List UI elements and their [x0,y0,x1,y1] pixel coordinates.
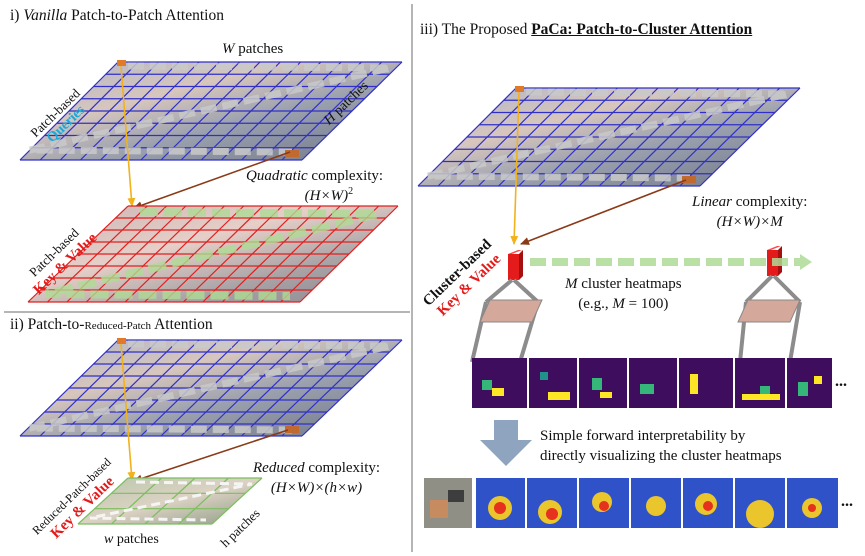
cluster-token-first [508,250,523,280]
panel3-ellipsis-2: ... [841,493,853,510]
section2-small: Reduced-Patch [84,320,152,332]
section3-bold: PaCa: Patch-to-Cluster Attention [531,21,753,38]
panel3-heatmaps-var: M [565,276,578,292]
section3-title: iii) The Proposed PaCa: Patch-to-Cluster… [420,22,752,38]
panel1-complexity-rest: complexity: [307,168,384,184]
section1-rest: Patch-to-Patch Attention [67,7,224,24]
panel3-complexity-italic: Linear [692,194,733,210]
panel2-query-grid [19,338,403,437]
panel3-interp-line1: Simple forward interpretability by [540,428,746,444]
panel3-interpretability: Simple forward interpretability by direc… [540,427,782,466]
jet-strip [424,478,838,528]
panel3-heatmaps-label: M cluster heatmaps (e.g., M = 100) [565,275,682,314]
panel3-heatmaps-text: cluster heatmaps [577,276,682,292]
panel1-complexity-exp: 2 [348,185,354,197]
panel1-query-grid [19,60,403,161]
panel3-heatmaps-eg: (e.g., [578,295,613,312]
panel3-query-line [510,91,520,245]
panel1-complexity-arrow [133,151,291,210]
panel2-w-label: w patches [104,533,159,547]
panel3-complexity-rest: complexity: [732,194,808,210]
panel1-complexity-formula: (H×W) [304,187,349,204]
panel1-complexity-italic: Quadratic [246,168,308,184]
panel3-complexity-arrow [520,179,687,245]
panel3-complexity: Linear complexity: (H×W)×M [692,193,807,232]
panel1-w-var: W [222,41,235,57]
panel2-complexity: Reduced complexity: (H×W)×(h×w) [253,459,380,498]
panel1-query-line [120,65,136,207]
section3-prefix: iii) The Proposed [420,21,532,38]
panel3-interp-line2: directly visualizing the cluster heatmap… [540,447,782,464]
panel3-ellipsis-1: ... [835,373,847,390]
panel2-complexity-formula: (H×W)×(h×w) [270,479,363,496]
viridis-strip [472,358,832,408]
panel1-kv-grid [27,205,399,303]
section1-title: i) Vanilla Patch-to-Patch Attention [10,8,224,24]
panel3-query-grid [417,86,801,187]
panel2-w-var: w [104,532,114,547]
panel3-complexity-formula: (H×W)×M [716,213,783,230]
section2-rest: Attention [151,316,213,333]
panel1-complexity: Quadratic complexity: (H×W)2 [246,167,383,206]
panel1-w-text: patches [234,41,284,57]
panel2-complexity-italic: Reduced [253,460,305,476]
section2-title: ii) Patch-to-Reduced-Patch Attention [10,317,213,333]
panel2-kv-gridlines [77,477,263,525]
panel2-complexity-rest: complexity: [304,460,381,476]
panel1-w-label: W patches [222,42,283,57]
panel2-complexity-arrow [133,429,289,483]
section2-prefix: ii) Patch-to- [10,316,85,333]
mini-map-first [479,299,543,323]
panel3-heatmaps-eg-val: = 100) [624,295,669,312]
mini-map-last [737,299,801,323]
down-arrow [480,420,532,466]
section1-italic: Vanilla [23,7,68,24]
section1-prefix: i) [10,7,24,24]
panel2-w-text: patches [113,532,159,547]
panel2-query-line [120,343,136,481]
panel2-kv-grid [77,477,263,525]
panel3-heatmaps-eg-var: M [612,295,625,312]
